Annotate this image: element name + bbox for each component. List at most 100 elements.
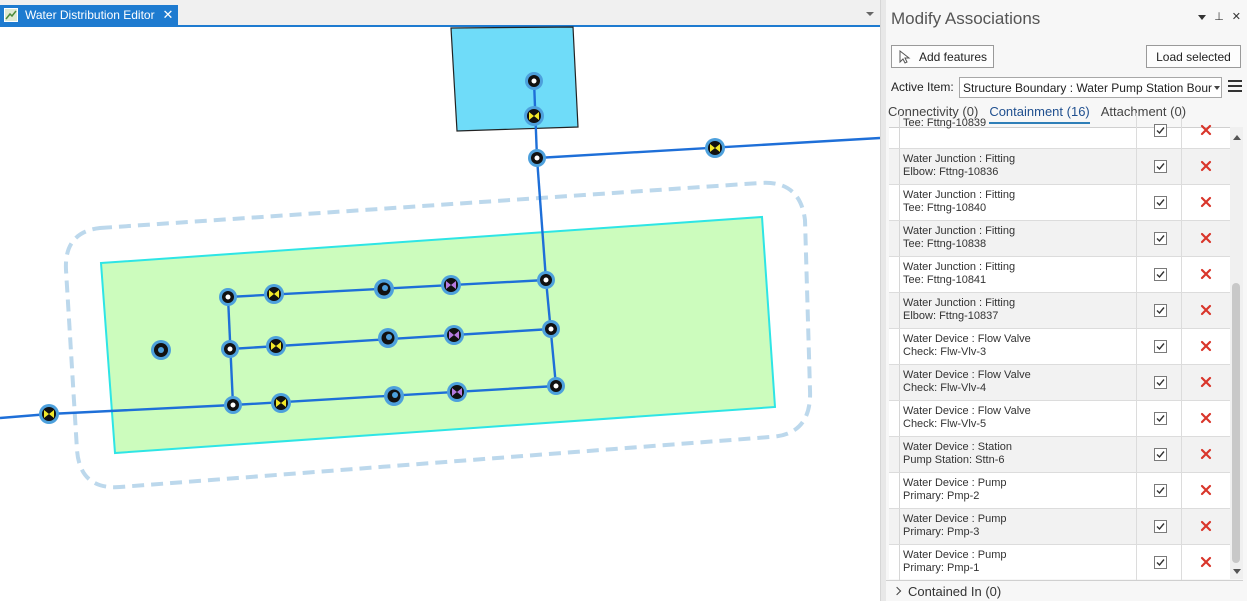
delete-icon[interactable]	[1199, 339, 1213, 353]
row-selector[interactable]	[889, 509, 900, 544]
row-selector[interactable]	[889, 437, 900, 472]
valve-icon[interactable]	[271, 393, 291, 413]
close-icon[interactable]: ✕	[1231, 11, 1241, 23]
junction-icon[interactable]	[221, 340, 239, 358]
delete-icon[interactable]	[1199, 375, 1213, 389]
chevron-down-icon[interactable]	[866, 12, 874, 16]
row-check-cell	[1136, 185, 1182, 220]
row-checkbox[interactable]	[1154, 268, 1167, 281]
tab-connectivity[interactable]: Connectivity (0)	[888, 104, 979, 119]
chevron-down-icon[interactable]	[1198, 14, 1207, 20]
row-selector[interactable]	[889, 329, 900, 364]
check-valve-icon[interactable]	[444, 325, 464, 345]
junctions	[151, 72, 565, 414]
row-checkbox[interactable]	[1154, 412, 1167, 425]
row-checkbox[interactable]	[1154, 556, 1167, 569]
map-tab[interactable]: Water Distribution Editor ✕	[0, 5, 178, 25]
row-checkbox[interactable]	[1154, 484, 1167, 497]
row-checkbox[interactable]	[1154, 232, 1167, 245]
row-selector[interactable]	[889, 365, 900, 400]
row-checkbox[interactable]	[1154, 340, 1167, 353]
row-selector[interactable]	[889, 113, 900, 148]
row-selector[interactable]	[889, 149, 900, 184]
valve-icon[interactable]	[705, 138, 725, 158]
valve-icon[interactable]	[264, 284, 284, 304]
row-checkbox[interactable]	[1154, 520, 1167, 533]
station-icon[interactable]	[151, 340, 171, 360]
delete-icon[interactable]	[1199, 411, 1213, 425]
row-checkbox[interactable]	[1154, 304, 1167, 317]
pump-icon[interactable]	[384, 386, 404, 406]
junction-icon[interactable]	[537, 271, 555, 289]
row-selector[interactable]	[889, 473, 900, 508]
delete-icon[interactable]	[1199, 447, 1213, 461]
pump-icon[interactable]	[378, 328, 398, 348]
chevron-down-icon[interactable]	[1214, 86, 1220, 90]
row-selector[interactable]	[889, 221, 900, 256]
delete-icon[interactable]	[1199, 267, 1213, 281]
delete-icon[interactable]	[1199, 123, 1213, 137]
row-selector[interactable]	[889, 185, 900, 220]
chevron-right-icon[interactable]	[892, 586, 902, 596]
junction-icon[interactable]	[547, 377, 565, 395]
active-item-dropdown[interactable]: Structure Boundary : Water Pump Station …	[959, 77, 1222, 98]
row-checkbox[interactable]	[1154, 160, 1167, 173]
junction-icon[interactable]	[528, 149, 546, 167]
delete-icon[interactable]	[1199, 195, 1213, 209]
scroll-up-arrow-icon[interactable]	[1233, 135, 1241, 140]
delete-icon[interactable]	[1199, 231, 1213, 245]
row-checkbox[interactable]	[1154, 196, 1167, 209]
scroll-down-arrow-icon[interactable]	[1233, 569, 1241, 574]
list-item[interactable]: Tee: Fttng-10839	[889, 113, 1230, 149]
pin-icon[interactable]: ⊥	[1214, 11, 1224, 23]
row-selector[interactable]	[889, 257, 900, 292]
delete-icon[interactable]	[1199, 303, 1213, 317]
row-selector[interactable]	[889, 545, 900, 580]
valve-icon[interactable]	[524, 106, 544, 126]
delete-icon[interactable]	[1199, 519, 1213, 533]
row-selector[interactable]	[889, 293, 900, 328]
delete-icon[interactable]	[1199, 483, 1213, 497]
tab-containment[interactable]: Containment (16)	[989, 104, 1090, 124]
close-icon[interactable]: ✕	[162, 7, 174, 22]
menu-icon[interactable]	[1228, 80, 1242, 94]
row-checkbox[interactable]	[1154, 124, 1167, 137]
contained-in-section[interactable]: Contained In (0)	[886, 580, 1243, 601]
tab-attachment[interactable]: Attachment (0)	[1100, 104, 1187, 119]
pane-splitter[interactable]	[880, 0, 886, 601]
scroll-thumb[interactable]	[1232, 283, 1240, 563]
junction-icon[interactable]	[542, 320, 560, 338]
junction-icon[interactable]	[525, 72, 543, 90]
junction-icon[interactable]	[224, 396, 242, 414]
valve-icon[interactable]	[266, 336, 286, 356]
row-checkbox[interactable]	[1154, 376, 1167, 389]
check-valve-icon[interactable]	[441, 275, 461, 295]
map-view[interactable]: Water Distribution Editor ✕	[0, 0, 881, 601]
add-features-button[interactable]: Add features	[891, 45, 994, 68]
valve-icon[interactable]	[39, 404, 59, 424]
row-checkbox[interactable]	[1154, 448, 1167, 461]
load-selected-button[interactable]: Load selected	[1146, 45, 1241, 68]
row-selector[interactable]	[889, 401, 900, 436]
delete-icon[interactable]	[1199, 159, 1213, 173]
junction-icon[interactable]	[219, 288, 237, 306]
pump-icon[interactable]	[374, 279, 394, 299]
pump-station-polygon[interactable]	[450, 26, 579, 132]
list-scrollbar[interactable]	[1230, 127, 1243, 579]
delete-icon[interactable]	[1199, 555, 1213, 569]
map-canvas[interactable]	[0, 26, 881, 601]
check-valve-icon[interactable]	[447, 382, 467, 402]
